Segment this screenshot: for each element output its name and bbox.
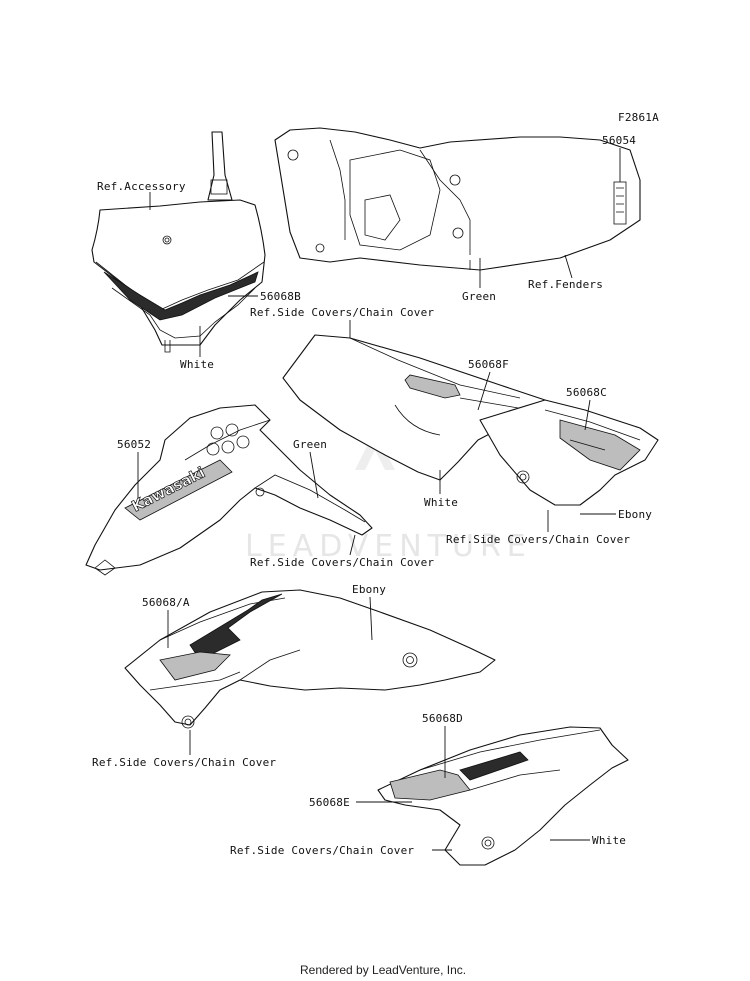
ref-side-covers-2-label: Ref.Side Covers/Chain Cover (446, 533, 630, 546)
ref-fenders-label: Ref.Fenders (528, 278, 603, 291)
color-green-2: Green (293, 438, 327, 451)
figure-code: F2861A (618, 111, 659, 124)
color-white-2: White (424, 496, 458, 509)
ref-accessory-label: Ref.Accessory (97, 180, 186, 193)
side-cover-56068A (124, 589, 496, 729)
part-56068F-label: 56068F (468, 358, 509, 371)
ref-side-covers-4-label: Ref.Side Covers/Chain Cover (92, 756, 276, 769)
ref-side-covers-3-label: Ref.Side Covers/Chain Cover (250, 556, 434, 569)
number-plate (91, 131, 266, 353)
ref-side-covers-1-label: Ref.Side Covers/Chain Cover (250, 306, 434, 319)
color-ebony-2: Ebony (352, 583, 386, 596)
color-ebony-1: Ebony (618, 508, 652, 521)
part-56052-label: 56052 (117, 438, 151, 451)
watermark: LEADVENTURE (245, 430, 532, 564)
ref-side-covers-5-label: Ref.Side Covers/Chain Cover (230, 844, 414, 857)
watermark-text: LEADVENTURE (245, 529, 532, 564)
rear-fender (274, 127, 641, 271)
part-56054-label: 56054 (602, 134, 636, 147)
color-green-1: Green (462, 290, 496, 303)
color-white-1: White (180, 358, 214, 371)
part-56068B-label: 56068B (260, 290, 301, 303)
part-56068C-label: 56068C (566, 386, 607, 399)
part-56068D-label: 56068D (422, 712, 463, 725)
side-cover-56068D (377, 726, 629, 866)
side-cover-56068C (479, 399, 659, 506)
footer-credit: Rendered by LeadVenture, Inc. (300, 963, 466, 977)
part-56068A-label: 56068/A (142, 596, 190, 609)
part-56068E-label: 56068E (309, 796, 350, 809)
color-white-3: White (592, 834, 626, 847)
